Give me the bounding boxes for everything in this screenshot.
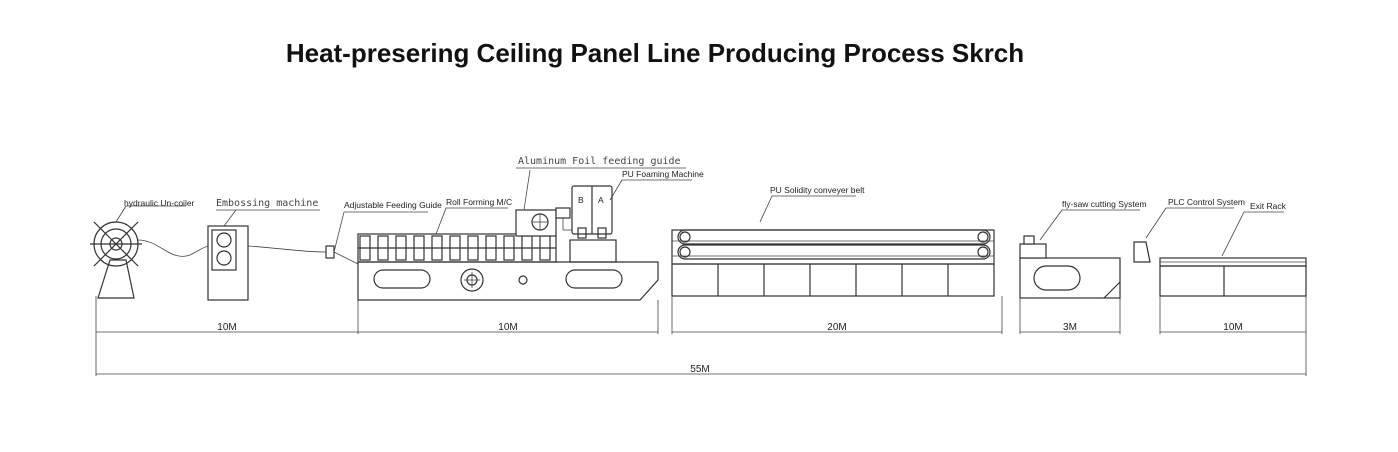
dim-seg2: 10M bbox=[498, 322, 517, 333]
label-roll-forming: Roll Forming M/C bbox=[446, 197, 512, 207]
exit-rack bbox=[1159, 211, 1307, 297]
dim-seg5: 10M bbox=[1223, 322, 1242, 333]
cutting-system bbox=[1019, 209, 1140, 299]
label-cutting: fly-saw cutting System bbox=[1062, 199, 1147, 209]
dimension-lines bbox=[95, 296, 1307, 376]
tank-a-letter: A bbox=[598, 195, 604, 205]
embossing-machine bbox=[207, 209, 320, 301]
label-uncoiler: hydraulic Un-coiler bbox=[124, 198, 195, 208]
foil-feeding-guide bbox=[515, 167, 686, 237]
label-exit-rack: Exit Rack bbox=[1250, 201, 1287, 211]
label-embossing: Embossing machine bbox=[216, 198, 318, 209]
label-plc: PLC Control System bbox=[1168, 197, 1245, 207]
dim-seg1: 10M bbox=[217, 322, 236, 333]
pu-foaming-machine bbox=[555, 179, 692, 263]
plc-control-cabinet bbox=[1133, 207, 1234, 263]
roll-forming-machine bbox=[357, 207, 659, 301]
dim-seg4: 3M bbox=[1063, 322, 1077, 333]
label-foil-guide: Aluminum Foil feeding guide bbox=[518, 156, 681, 167]
steel-strip bbox=[137, 239, 211, 257]
conveyor-belt bbox=[671, 195, 995, 297]
uncoiler-machine bbox=[90, 205, 186, 299]
dim-total: 55M bbox=[690, 364, 709, 375]
label-conveyor: PU Solidity conveyer belt bbox=[770, 185, 865, 195]
label-feeding-guide: Adjustable Feeding Guide bbox=[344, 200, 442, 210]
tank-b-letter: B bbox=[578, 195, 584, 205]
diagram-title: Heat-presering Ceiling Panel Line Produc… bbox=[285, 38, 1025, 68]
dim-seg3: 20M bbox=[827, 322, 846, 333]
label-pu-foaming: PU Foaming Machine bbox=[622, 169, 704, 179]
feeding-guide bbox=[325, 211, 428, 265]
